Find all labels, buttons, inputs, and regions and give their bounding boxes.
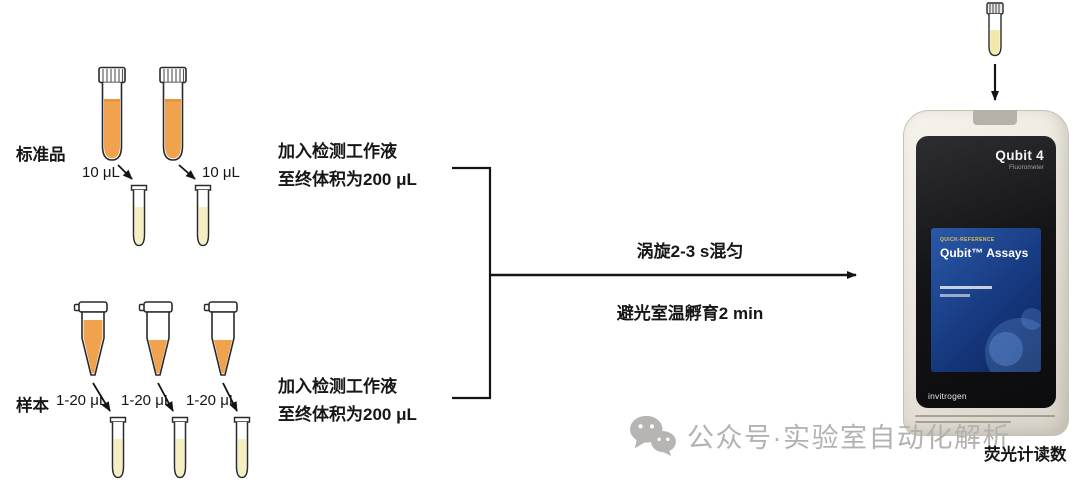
assay-tube-sample-1: [109, 416, 127, 479]
arrow-standard-2: [178, 164, 196, 180]
screen-quick-reference-tag: QUICK-REFERENCE: [940, 237, 995, 243]
step-add-working-solution-bottom-line2: 至终体积为200 μL: [278, 405, 417, 424]
step-incubate: 避光室温孵育2 min: [616, 304, 764, 323]
assay-tube-standard-2: [194, 184, 212, 247]
step-vortex: 涡旋2-3 s混匀: [636, 242, 744, 261]
readout-label: 荧光计读数: [984, 446, 1067, 464]
sample-volume-1: 1-20 μL: [56, 392, 108, 409]
device-fine-print: [915, 421, 1011, 423]
step-add-working-solution-bottom-line1: 加入检测工作液: [278, 377, 397, 396]
screen-title: Qubit™ Assays: [940, 246, 1029, 260]
assay-tube-standard-1: [130, 184, 148, 247]
screen-text-line: [940, 294, 970, 297]
assay-tube-into-device: [986, 2, 1004, 57]
device-lid-tab: [973, 110, 1017, 125]
assay-tube-sample-3: [233, 416, 251, 479]
watermark: 公众号·实验室自动化解析: [627, 413, 1011, 457]
sample-tube-1: [73, 301, 108, 376]
device-model-line2: Fluorometer: [1008, 164, 1044, 171]
screen-deco-circle: [989, 332, 1023, 366]
device-front-panel: Qubit 4 Fluorometer QUICK-REFERENCE Qubi…: [916, 136, 1056, 408]
device-fine-print: [915, 415, 1055, 417]
sample-volume-3: 1-20 μL: [186, 392, 238, 409]
standard-volume-2: 10 μL: [202, 164, 240, 181]
merge-bracket: [452, 166, 492, 400]
standard-tube-1: [98, 66, 126, 161]
standard-tube-2: [159, 66, 187, 161]
brand-logo: invitrogen: [928, 391, 967, 401]
assay-tube-sample-2: [171, 416, 189, 479]
device-touchscreen: QUICK-REFERENCE Qubit™ Assays: [931, 228, 1041, 372]
screen-text-line: [940, 286, 992, 289]
watermark-text: 公众号·实验室自动化解析: [687, 422, 1011, 453]
standard-volume-1: 10 μL: [82, 164, 120, 181]
qubit-fluorometer: Qubit 4 Fluorometer QUICK-REFERENCE Qubi…: [903, 110, 1069, 436]
arrow-standard-1: [117, 164, 133, 180]
step-add-working-solution-top-line1: 加入检测工作液: [278, 142, 397, 161]
sample-tube-3: [203, 301, 238, 376]
device-model-name: Qubit 4 Fluorometer: [995, 148, 1044, 171]
wechat-icon: [630, 415, 676, 457]
sample-volume-2: 1-20 μL: [121, 392, 173, 409]
step-add-working-solution-top-line2: 至终体积为200 μL: [278, 170, 417, 189]
standards-label: 标准品: [16, 146, 66, 164]
samples-label: 样本: [16, 397, 49, 415]
device-model-line1: Qubit 4: [995, 148, 1044, 163]
screen-deco-circle: [1021, 308, 1041, 330]
sample-tube-2: [138, 301, 173, 376]
